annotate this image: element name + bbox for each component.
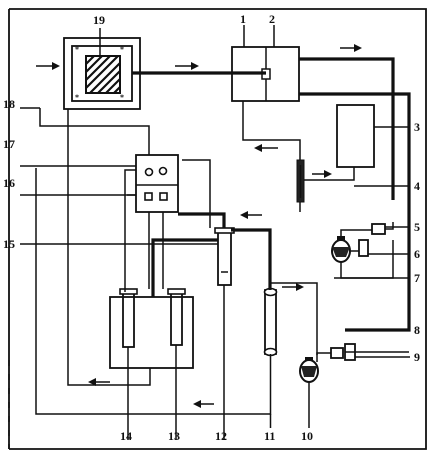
label-12: 12	[215, 429, 227, 443]
svg-text:*: *	[75, 93, 79, 102]
label-11: 11	[264, 429, 275, 443]
label-14: 14	[120, 429, 132, 443]
label-17: 17	[3, 137, 15, 151]
label-4: 4	[414, 179, 420, 193]
component-11-column	[263, 287, 278, 357]
label-8: 8	[414, 323, 420, 337]
label-16: 16	[3, 176, 15, 190]
arrow-right-column	[282, 283, 304, 291]
svg-text:*: *	[120, 93, 124, 102]
component-12-tube	[214, 227, 235, 286]
leader-lines	[20, 25, 410, 428]
component-6-7-pump	[331, 236, 369, 263]
component-3-tank	[336, 104, 375, 168]
label-19: 19	[93, 13, 105, 27]
arrow-left-bottom	[88, 378, 110, 386]
component-16-17-valve-block	[135, 154, 179, 213]
label-9: 9	[414, 350, 420, 364]
label-18: 18	[3, 97, 15, 111]
svg-text:*: *	[75, 45, 79, 54]
label-10: 10	[301, 429, 313, 443]
arrow-left-tube	[240, 211, 262, 219]
component-4-flowmeter	[296, 159, 305, 203]
outer-frame	[8, 8, 427, 450]
label-13: 13	[168, 429, 180, 443]
component-19-chamber: * * * *	[63, 37, 141, 110]
arrow-right-top-right	[340, 44, 362, 52]
component-13-14-bath	[109, 288, 194, 369]
number-labels: 19 1 2 3 4 5 6 7 8 9 10 11 12 13 14 15 1…	[3, 12, 420, 443]
arrow-left-bottom-2	[193, 400, 214, 408]
arrow-right-flowmeter	[312, 170, 332, 178]
label-3: 3	[414, 120, 420, 134]
svg-text:*: *	[120, 45, 124, 54]
label-7: 7	[414, 271, 420, 285]
label-6: 6	[414, 247, 420, 261]
piping	[35, 57, 411, 440]
arrow-right-top-left	[36, 62, 60, 70]
arrow-right-mid	[175, 62, 199, 70]
component-10-pump	[299, 357, 319, 383]
label-1: 1	[240, 12, 246, 26]
arrow-left-mid	[254, 144, 278, 152]
label-5: 5	[414, 220, 420, 234]
label-2: 2	[269, 12, 275, 26]
flow-arrows	[36, 44, 362, 408]
component-5-valve	[371, 223, 386, 235]
label-15: 15	[3, 237, 15, 251]
